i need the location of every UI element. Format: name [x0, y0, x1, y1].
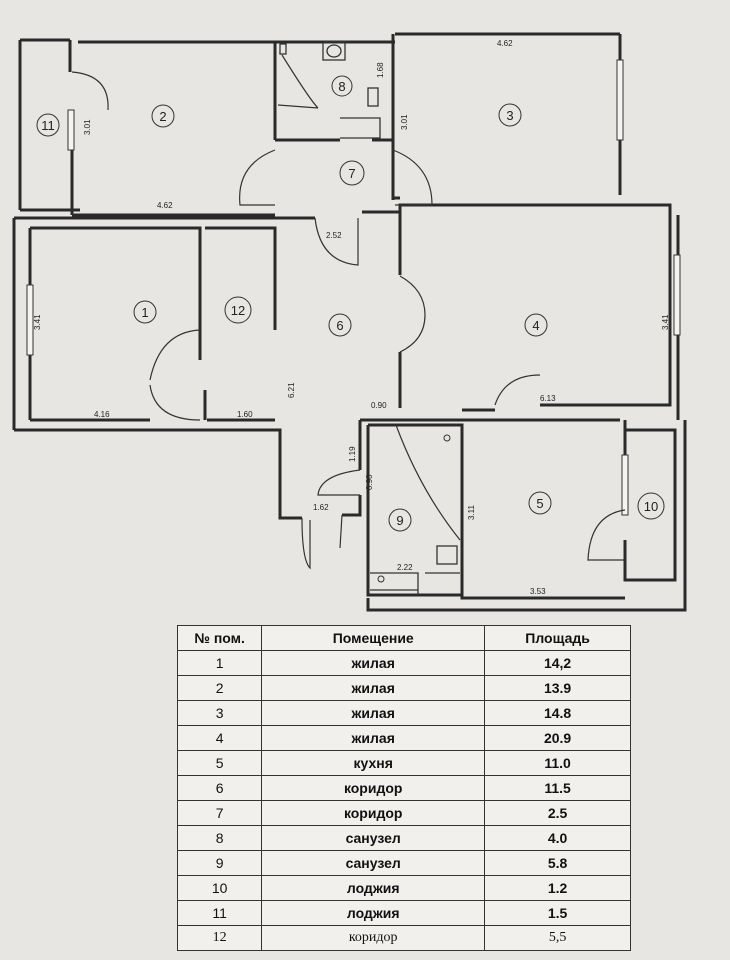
dim-room12-width: 1.60 — [237, 410, 253, 419]
cell-name: коридор — [261, 925, 486, 951]
dim-passage-width: 0.90 — [371, 401, 387, 410]
cell-name: коридор — [261, 800, 486, 826]
room-labels: 11 2 8 3 7 1 12 6 4 5 9 10 — [36, 75, 665, 532]
cell-area: 20.9 — [484, 725, 631, 751]
table-row: 4 жилая 20.9 — [176, 725, 631, 751]
table-row: 3 жилая 14.8 — [176, 700, 631, 726]
cell-name: жилая — [261, 675, 486, 701]
cell-num: 3 — [176, 700, 263, 726]
dim-bath-height: 3.11 — [467, 504, 476, 520]
dim-hall-width: 1.62 — [313, 503, 329, 512]
cell-num: 6 — [176, 775, 263, 801]
cell-num: 4 — [176, 725, 263, 751]
table-row: 1 жилая 14,2 — [176, 650, 631, 676]
cell-num: 10 — [176, 875, 263, 901]
table-row: 7 коридор 2.5 — [176, 800, 631, 826]
cell-area: 14,2 — [484, 650, 631, 676]
table-row: 5 кухня 11.0 — [176, 750, 631, 776]
cell-area: 13.9 — [484, 675, 631, 701]
room-label-10: 10 — [644, 499, 658, 514]
dim-room4-width: 6.13 — [540, 394, 556, 403]
cell-num: 11 — [176, 900, 263, 926]
dim-corridor-width: 2.52 — [326, 231, 342, 240]
cell-num: 1 — [176, 650, 263, 676]
cell-area: 11.5 — [484, 775, 631, 801]
dim-room2-height: 3.01 — [83, 119, 92, 135]
cell-area: 5,5 — [484, 925, 631, 951]
header-room-number: № пом. — [176, 625, 263, 651]
cell-area: 5.8 — [484, 850, 631, 876]
cell-num: 12 — [176, 925, 263, 951]
dim-room3-height: 3.01 — [400, 114, 409, 130]
table-row: 8 санузел 4.0 — [176, 825, 631, 851]
cell-num: 9 — [176, 850, 263, 876]
room-label-6: 6 — [336, 318, 343, 333]
cell-area: 1.2 — [484, 875, 631, 901]
dim-room2-width: 4.62 — [157, 201, 173, 210]
cell-num: 2 — [176, 675, 263, 701]
doors — [71, 54, 626, 570]
dim-corridor-length: 6.21 — [287, 382, 296, 398]
walls — [12, 32, 687, 612]
dimension-labels: 3.01 4.62 1.68 3.01 4.62 2.52 3.41 4.16 … — [33, 39, 670, 596]
cell-num: 5 — [176, 750, 263, 776]
room-label-11: 11 — [41, 118, 55, 133]
table-row: 6 коридор 11.5 — [176, 775, 631, 801]
dim-room3-width: 4.62 — [497, 39, 513, 48]
room-label-2: 2 — [159, 109, 166, 124]
cell-name: коридор — [261, 775, 486, 801]
dim-door-width-a: 1.19 — [348, 446, 357, 462]
header-area: Площадь — [484, 625, 631, 651]
header-room-name: Помещение — [261, 625, 486, 651]
cell-num: 8 — [176, 825, 263, 851]
fixtures — [279, 41, 458, 583]
cell-name: лоджия — [261, 875, 486, 901]
table-header-row: № пом. Помещение Площадь — [176, 625, 631, 651]
dim-room1-height: 3.41 — [33, 314, 42, 330]
dim-door-width-b: 0.90 — [365, 474, 374, 490]
table-row: 2 жилая 13.9 — [176, 675, 631, 701]
floor-plan: 11 2 8 3 7 1 12 6 4 5 9 10 3.01 4.62 1.6… — [12, 32, 687, 612]
cell-name: кухня — [261, 750, 486, 776]
cell-name: санузел — [261, 825, 486, 851]
cell-area: 4.0 — [484, 825, 631, 851]
cell-area: 1.5 — [484, 900, 631, 926]
cell-name: санузел — [261, 850, 486, 876]
dim-room4-height: 3.41 — [661, 314, 670, 330]
dim-room1-width: 4.16 — [94, 410, 110, 419]
table-row: 11 лоджия 1.5 — [176, 900, 631, 926]
room-label-7: 7 — [348, 166, 355, 181]
dim-bath-width: 2.22 — [397, 563, 413, 572]
room-label-5: 5 — [536, 496, 543, 511]
room-area-table: № пом. Помещение Площадь 1 жилая 14,2 2 … — [176, 625, 631, 951]
room-label-9: 9 — [396, 513, 403, 528]
cell-num: 7 — [176, 800, 263, 826]
table-row: 12 коридор 5,5 — [176, 925, 631, 951]
cell-area: 14.8 — [484, 700, 631, 726]
table-row: 10 лоджия 1.2 — [176, 875, 631, 901]
table-row: 9 санузел 5.8 — [176, 850, 631, 876]
cell-name: лоджия — [261, 900, 486, 926]
room-label-1: 1 — [141, 305, 148, 320]
room-label-12: 12 — [231, 303, 245, 318]
dim-room8-height: 1.68 — [376, 62, 385, 78]
cell-area: 11.0 — [484, 750, 631, 776]
room-label-4: 4 — [532, 318, 539, 333]
cell-name: жилая — [261, 700, 486, 726]
cell-area: 2.5 — [484, 800, 631, 826]
room-label-3: 3 — [506, 108, 513, 123]
cell-name: жилая — [261, 650, 486, 676]
windows — [26, 59, 681, 516]
room-label-8: 8 — [338, 79, 345, 94]
dim-kitchen-width: 3.53 — [530, 587, 546, 596]
cell-name: жилая — [261, 725, 486, 751]
